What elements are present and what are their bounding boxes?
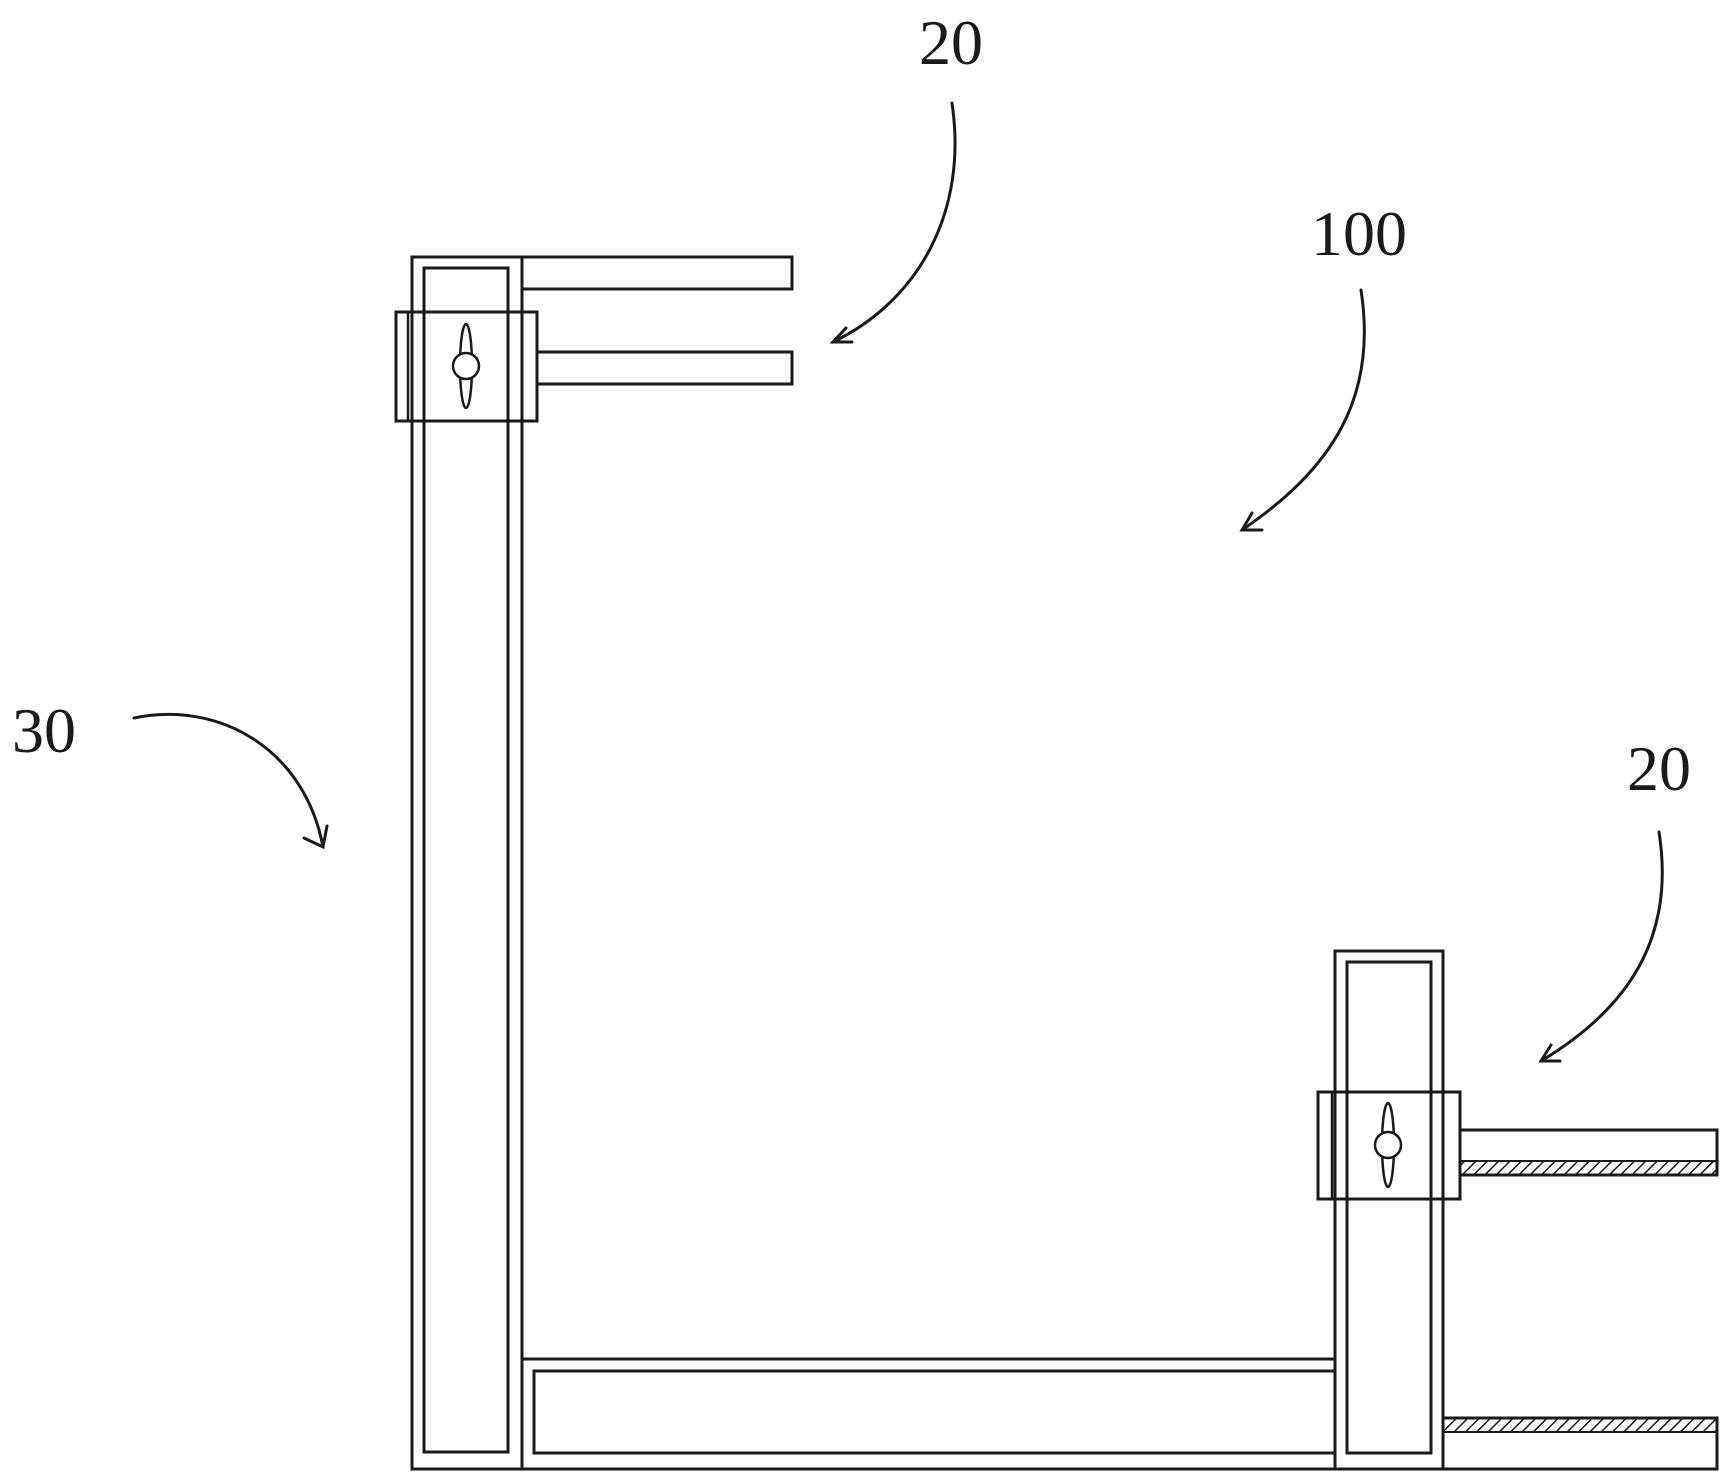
right-upright <box>1333 949 1445 1471</box>
bottom-wing-nut-icon <box>1373 1101 1403 1189</box>
leader-20-top <box>829 101 957 344</box>
leader-20-bottom <box>1538 830 1664 1063</box>
label-30: 30 <box>12 695 76 766</box>
label-20-bottom: 20 <box>1627 733 1691 804</box>
top-clamp <box>394 255 794 423</box>
label-100: 100 <box>1311 198 1407 269</box>
bottom-beam <box>412 1357 1443 1471</box>
bottom-clamp <box>1316 1090 1719 1201</box>
label-20-top: 20 <box>919 7 983 78</box>
left-upright <box>410 255 524 1471</box>
top-wing-nut-icon <box>451 322 481 410</box>
leader-100 <box>1239 288 1366 532</box>
leader-30 <box>132 712 329 850</box>
base-arm <box>1441 1416 1719 1471</box>
